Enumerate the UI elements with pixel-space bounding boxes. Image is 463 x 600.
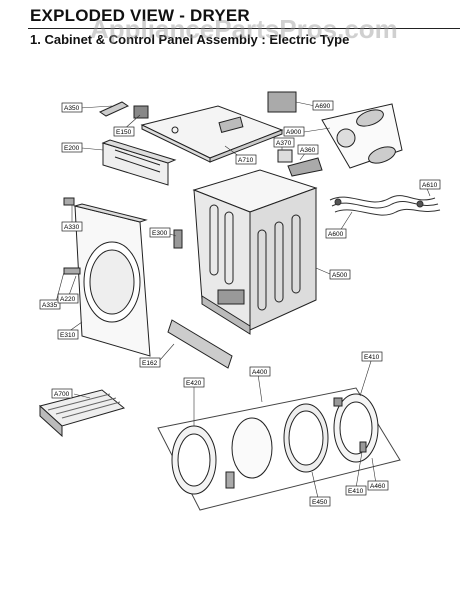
- callout-e420: E420: [183, 377, 205, 388]
- callout-e310: E310: [57, 329, 79, 340]
- svg-text:A330: A330: [64, 224, 80, 231]
- svg-text:E410: E410: [364, 354, 380, 361]
- base-bracket-part: [167, 319, 233, 369]
- callout-a610: A610: [419, 179, 441, 190]
- callout-a350: A350: [61, 102, 83, 113]
- callout-a360: A360: [297, 144, 319, 155]
- hinge-part: [63, 197, 183, 249]
- door-assembly-box: [157, 387, 401, 511]
- svg-text:A700: A700: [54, 391, 70, 398]
- svg-text:A335: A335: [42, 302, 58, 309]
- callout-a500: A500: [329, 269, 351, 280]
- svg-text:E450: E450: [312, 499, 328, 506]
- callout-a220: A220: [57, 293, 79, 304]
- svg-text:A350: A350: [64, 105, 80, 112]
- callout-a690: A690: [312, 100, 334, 111]
- svg-text:E420: E420: [186, 380, 202, 387]
- title-divider: [28, 28, 460, 29]
- callout-a330: A330: [61, 221, 83, 232]
- callout-a400: A400: [249, 366, 271, 377]
- callout-e300: E300: [149, 227, 171, 238]
- callout-a600: A600: [325, 228, 347, 239]
- watermark: AppliancePartsPros.com: [90, 14, 398, 44]
- pcb-part: [98, 101, 149, 119]
- callout-a710: A710: [235, 154, 257, 165]
- control-panel-part: [101, 139, 177, 186]
- duct-part: [267, 91, 403, 169]
- callout-a900: A900: [283, 126, 305, 137]
- svg-text:A690: A690: [315, 103, 331, 110]
- callout-e450: E450: [309, 496, 331, 507]
- svg-text:E150: E150: [116, 129, 132, 136]
- callout-e410-top: E410: [361, 351, 383, 362]
- svg-text:E200: E200: [64, 145, 80, 152]
- svg-text:A360: A360: [300, 147, 316, 154]
- callout-labels: A350 E150 E200 A690 A900 A710: [39, 100, 441, 507]
- cabinet-part: [192, 169, 318, 335]
- svg-text:A600: A600: [328, 231, 344, 238]
- svg-text:A460: A460: [370, 483, 386, 490]
- callout-e162: E162: [139, 357, 161, 368]
- lint-filter-part: [38, 389, 126, 438]
- svg-text:E162: E162: [142, 360, 158, 367]
- callout-e200: E200: [61, 142, 83, 153]
- svg-text:A610: A610: [422, 182, 438, 189]
- callout-e410-bottom: E410: [345, 485, 367, 496]
- callout-a700: A700: [51, 388, 73, 399]
- front-panel-part: [63, 203, 151, 357]
- svg-text:A220: A220: [60, 296, 76, 303]
- callout-a370: A370: [273, 137, 295, 148]
- page-subtitle: 1. Cabinet & Control Panel Assembly : El…: [30, 32, 350, 47]
- callout-a335: A335: [39, 299, 61, 310]
- svg-text:A900: A900: [286, 129, 302, 136]
- svg-text:E310: E310: [60, 332, 76, 339]
- top-cover-part: [140, 105, 284, 163]
- bracket-part: [277, 149, 323, 177]
- svg-text:E300: E300: [152, 230, 168, 237]
- svg-text:A500: A500: [332, 272, 348, 279]
- svg-text:A710: A710: [238, 157, 254, 164]
- svg-text:E410: E410: [348, 488, 364, 495]
- svg-text:A400: A400: [252, 369, 268, 376]
- wire-harness-part: [329, 195, 441, 216]
- leader-lines: [55, 101, 431, 499]
- page-title: EXPLODED VIEW - DRYER: [30, 6, 250, 25]
- callout-e150: E150: [113, 126, 135, 137]
- callout-a460: A460: [367, 480, 389, 491]
- svg-text:A370: A370: [276, 140, 292, 147]
